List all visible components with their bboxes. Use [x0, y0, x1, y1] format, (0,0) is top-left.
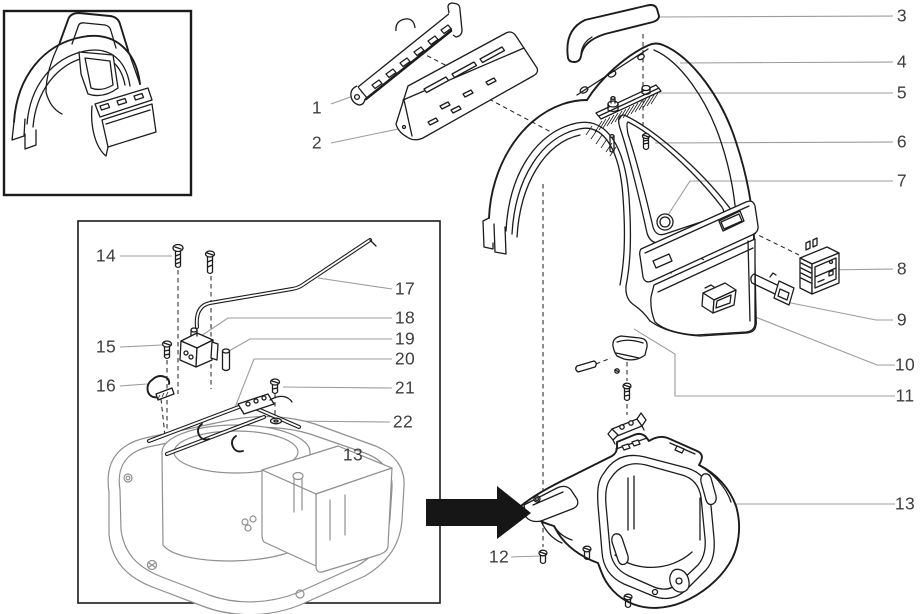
callout-label-12: 12: [488, 546, 510, 567]
part-22-washer-drawing: [269, 417, 283, 425]
callout-label-21: 21: [394, 377, 416, 398]
part-21-screw-drawing: [269, 378, 281, 395]
callout-label-14: 14: [95, 245, 117, 266]
callout-label-9: 9: [896, 309, 908, 330]
callout-label-19: 19: [394, 328, 416, 349]
detail-box-assembly-drawing: [107, 238, 405, 614]
part-19-pin-drawing: [221, 348, 231, 372]
assembly-direction-arrow: [426, 486, 531, 539]
main-cover-drawing: [482, 42, 759, 337]
callout-label-6: 6: [896, 131, 908, 152]
part-1-bracket-drawing: [350, 2, 463, 106]
part-10-switch-drawing: [701, 282, 737, 314]
callout-label-3: 3: [896, 5, 908, 26]
callout-label-17: 17: [394, 278, 416, 299]
part-6-screw-drawing: [641, 132, 651, 151]
part-3-cap-drawing: [566, 4, 660, 63]
callout-label-10: 10: [894, 354, 916, 375]
callout-label-7: 7: [896, 170, 908, 191]
part-8-rocker-switch-drawing: [799, 237, 840, 295]
part-16-clamp-drawing: [146, 375, 175, 401]
part-11-latch-assembly-drawing: [575, 335, 648, 445]
part-18-block-drawing: [179, 327, 219, 368]
callout-label-13: 13: [894, 493, 916, 514]
callout-label-11: 11: [895, 385, 915, 406]
callout-label-5: 5: [896, 82, 908, 103]
callout-label-18: 18: [394, 307, 416, 328]
callout-label-4: 4: [896, 51, 908, 72]
part-14-screws-drawing: [172, 243, 216, 275]
part-15-screw-drawing: [161, 340, 173, 360]
part-17-rod-drawing: [194, 238, 377, 329]
callout-label-15: 15: [95, 336, 117, 357]
callout-label-8: 8: [896, 258, 908, 279]
part-9-fuse-holder-drawing: [750, 272, 795, 306]
callout-label-13-detail: 13: [342, 444, 364, 465]
callout-label-22: 22: [392, 411, 414, 432]
callout-label-2: 2: [311, 132, 323, 153]
part-13-base-shroud-drawing: [520, 432, 741, 609]
part-12-screws-drawing: [538, 545, 633, 609]
inset-assembled-unit-drawing: [11, 12, 157, 157]
callout-label-20: 20: [394, 348, 416, 369]
callout-label-16: 16: [95, 375, 117, 396]
callout-label-1: 1: [311, 97, 323, 118]
part-2-vented-panel-drawing: [395, 31, 539, 141]
